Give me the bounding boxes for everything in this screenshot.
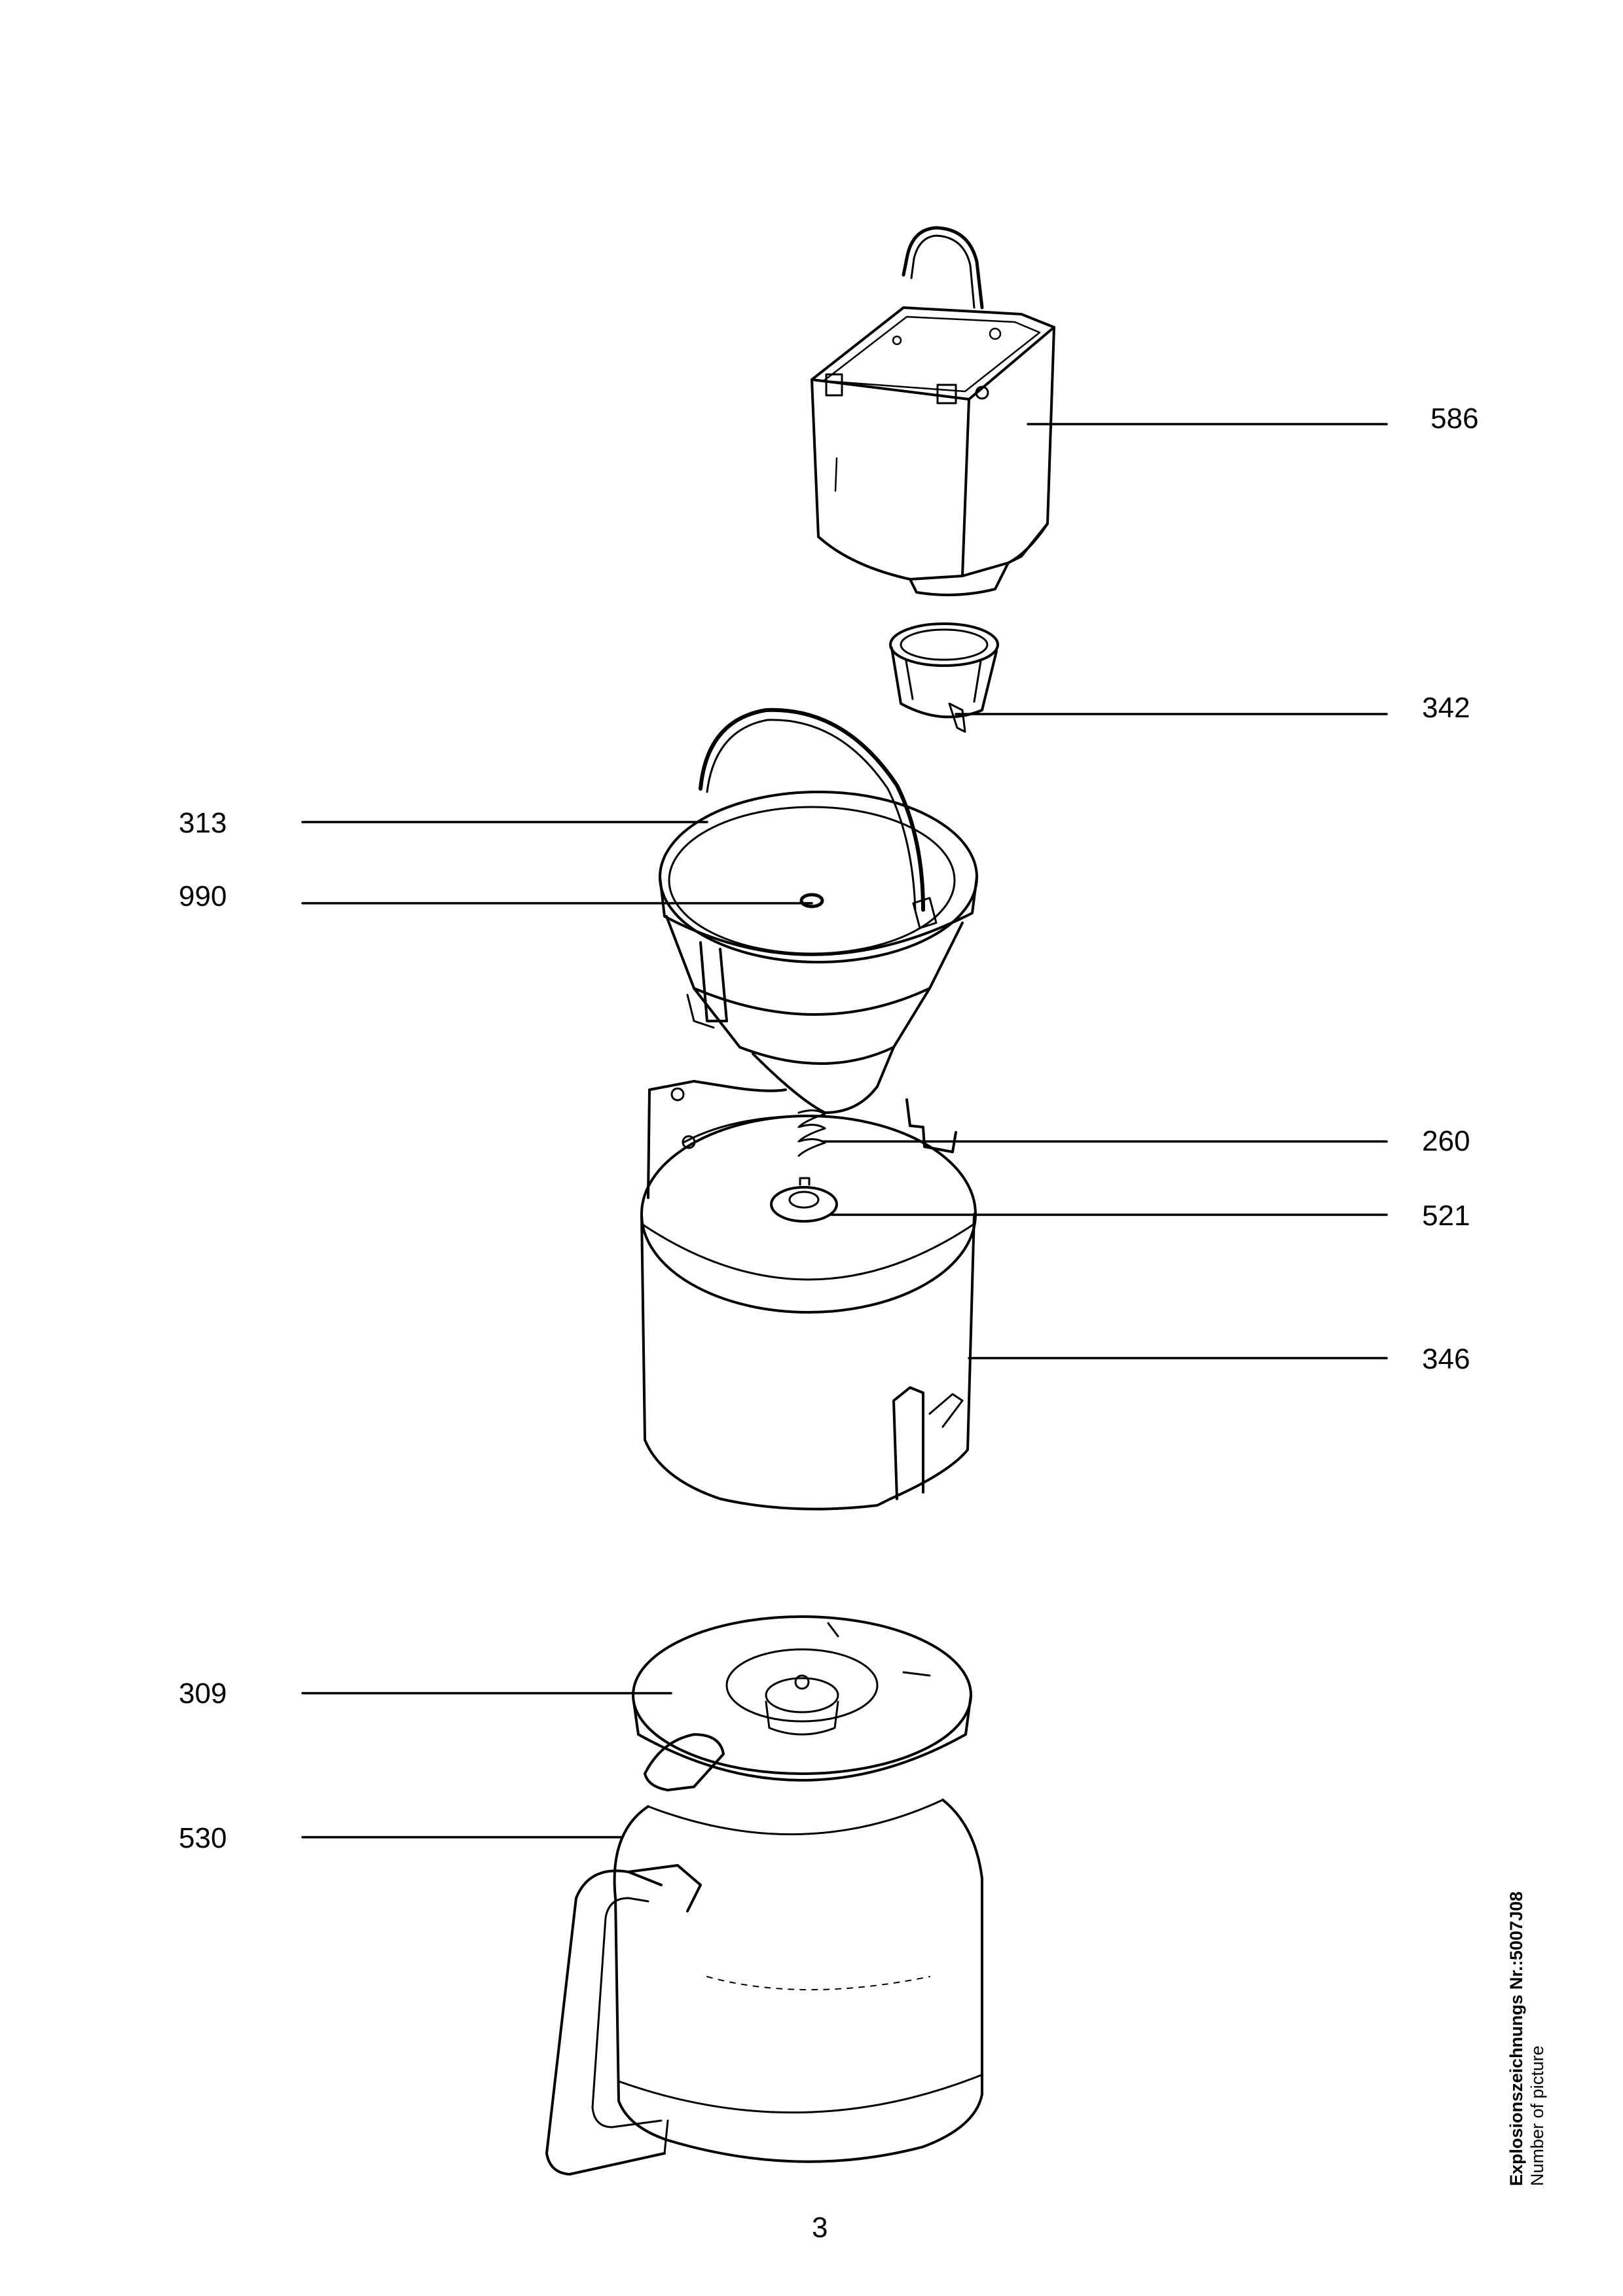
- leader-lines: [301, 423, 1388, 1839]
- part-label-990: 990: [179, 880, 227, 912]
- part-label-313: 313: [179, 807, 227, 839]
- drip-valve-ring-342: [889, 622, 999, 733]
- part-label-346: 346: [1422, 1343, 1470, 1375]
- part-label-586: 586: [1431, 403, 1479, 435]
- part-label-530: 530: [179, 1822, 227, 1854]
- drawing-number-title: Explosionszeichnungs Nr.:5007J08: [1506, 1891, 1526, 2186]
- part-label-260: 260: [1422, 1125, 1470, 1157]
- part-label-521: 521: [1422, 1200, 1470, 1232]
- drawing-number-caption: Explosionszeichnungs Nr.:5007J08 Number …: [1506, 1532, 1548, 2186]
- part-label-309: 309: [179, 1677, 227, 1710]
- part-label-342: 342: [1422, 692, 1470, 724]
- filter-holder-313: [659, 708, 978, 1114]
- carafe-530: [545, 1615, 983, 2176]
- jug-body-346: [640, 1080, 977, 1511]
- filter-basket-586: [811, 226, 1055, 596]
- drawing-number-subtitle: Number of picture: [1527, 2045, 1548, 2186]
- page-number: 3: [812, 2212, 828, 2244]
